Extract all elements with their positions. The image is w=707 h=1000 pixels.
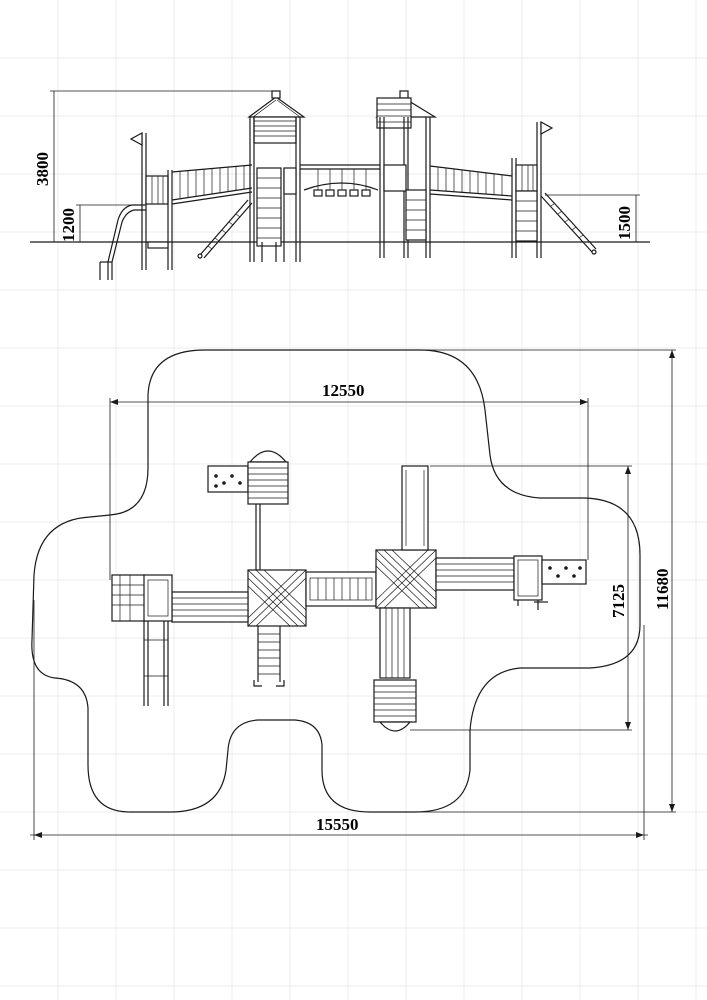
dim-right-platform-height: 1500 [615,206,634,240]
elevation-view: 3800 1200 1500 [30,90,650,280]
dim-total-height: 3800 [33,152,52,186]
plan-left-walkway [171,591,249,623]
left-diagonal-ladder [197,199,253,259]
right-roof-tower [375,90,438,258]
dim-plan-total-depth: 11680 [653,568,672,610]
plan-left-platform [111,574,173,622]
plan-middle-bridge [305,571,377,607]
right-low-tower [511,120,554,258]
right-diagonal-ladder [540,192,597,255]
plan-view: 12550 7125 11680 15550 [30,349,676,840]
plan-left-ladder [253,626,285,687]
left-bridge [171,164,253,205]
plan-left-slide [143,621,169,706]
plan-round-seat-top [247,450,289,570]
plan-right-walkway [435,557,515,591]
plan-climbing-panel-top [207,465,249,493]
right-bridge [429,165,513,201]
plan-climbing-panel-right [541,559,587,585]
plan-lower-walkway [379,607,411,679]
plan-dimensions [30,349,676,840]
safety-zone-outline [31,349,641,813]
dim-left-platform-height: 1200 [59,208,78,242]
plan-left-tower [247,569,307,627]
dim-plan-total-width: 15550 [316,815,359,834]
dim-plan-inner-depth: 7125 [609,584,628,618]
left-low-tower [145,170,173,270]
left-flag [129,131,147,270]
plan-round-seat-bottom [373,679,417,732]
middle-hanging-bridge [300,164,380,197]
dim-plan-inner-width: 12550 [322,381,365,400]
plan-upper-ramp [401,465,429,551]
elevation-dimensions [50,90,640,242]
left-roof-tower [247,90,306,262]
plan-right-tower [375,549,437,609]
